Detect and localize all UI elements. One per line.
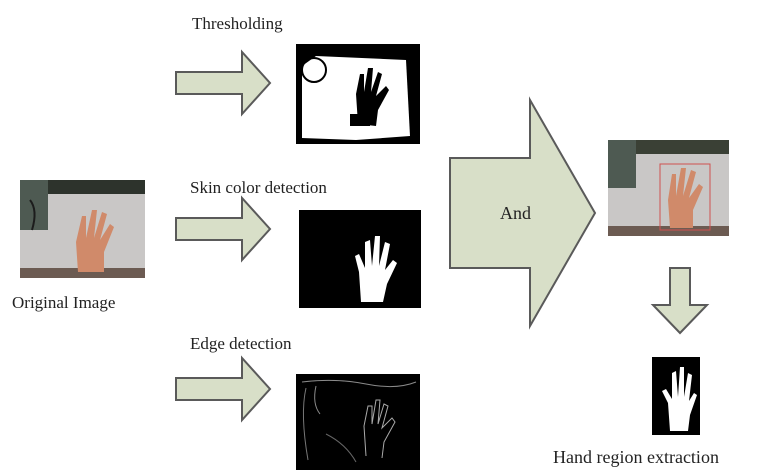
edge-detection-image	[296, 374, 420, 470]
original-image	[20, 180, 145, 278]
label-and: And	[500, 203, 531, 224]
skin-color-image	[299, 210, 421, 308]
arrow-to-edge	[176, 358, 270, 420]
hand-region-image	[652, 357, 700, 435]
and-result-image	[608, 140, 729, 236]
label-skin-color-detection: Skin color detection	[190, 178, 327, 198]
arrow-to-thresholding	[176, 52, 270, 114]
arrow-to-skin-color	[176, 198, 270, 260]
label-hand-region-extraction: Hand region extraction	[553, 447, 719, 468]
label-edge-detection: Edge detection	[190, 334, 292, 354]
thresholding-image	[296, 44, 420, 144]
arrow-down	[653, 268, 707, 333]
label-original-image: Original Image	[12, 293, 115, 313]
label-thresholding: Thresholding	[192, 14, 283, 34]
